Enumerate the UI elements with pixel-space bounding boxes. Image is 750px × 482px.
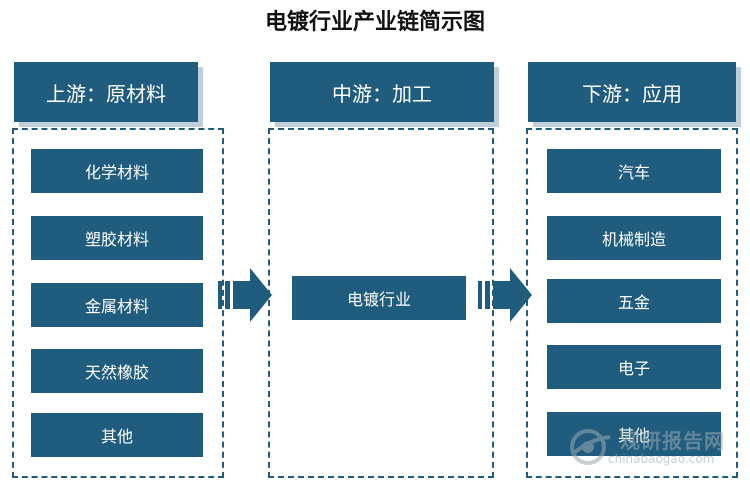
flow-arrow-midstream-to-downstream: [478, 268, 532, 322]
watermark: 观研报告网 chinabaogao.com: [568, 423, 748, 473]
downstream-item-other: 其他: [547, 412, 721, 456]
watermark-logo-icon: [570, 429, 611, 465]
upstream-item-plastic: 塑胶材料: [31, 216, 203, 260]
upstream-header: 上游：原材料: [14, 62, 198, 122]
downstream-item-hardware: 五金: [547, 279, 721, 323]
downstream-box: 汽车 机械制造 五金 电子 其他: [526, 128, 738, 478]
downstream-item-auto: 汽车: [547, 149, 721, 193]
downstream-item-machinery: 机械制造: [547, 216, 721, 260]
upstream-item-rubber: 天然橡胶: [31, 349, 203, 393]
upstream-item-metal: 金属材料: [31, 283, 203, 327]
midstream-item-electroplating: 电镀行业: [292, 276, 466, 320]
watermark-url: chinabaogao.com: [608, 452, 715, 466]
downstream-item-electronics: 电子: [547, 345, 721, 389]
midstream-box: 电镀行业: [268, 128, 494, 478]
midstream-header: 中游：加工: [270, 62, 494, 122]
upstream-box: 化学材料 塑胶材料 金属材料 天然橡胶 其他: [12, 128, 224, 478]
upstream-item-other: 其他: [31, 413, 203, 457]
upstream-item-chemical: 化学材料: [31, 149, 203, 193]
flow-arrow-upstream-to-midstream: [218, 268, 272, 322]
downstream-header: 下游：应用: [528, 62, 736, 122]
diagram-title: 电镀行业产业链简示图: [264, 9, 485, 35]
watermark-text: 观研报告网: [620, 429, 725, 453]
